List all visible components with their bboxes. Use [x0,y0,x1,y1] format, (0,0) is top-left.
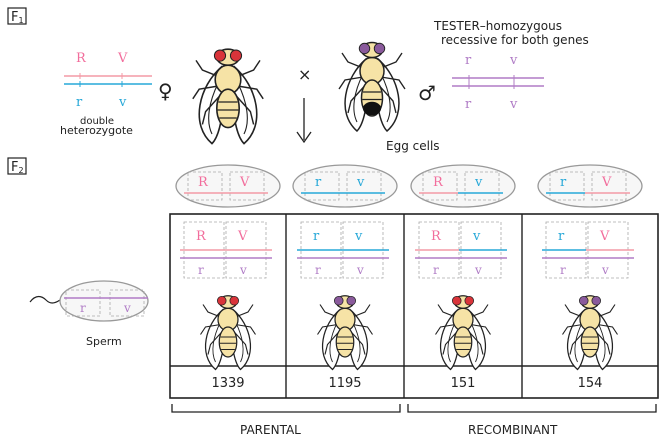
offspring-allele-2: V [599,229,610,244]
f2-label-box [7,157,27,175]
offspring-fly [199,295,257,371]
offspring-tester-allele-r: r [560,263,566,277]
cross-arrow [296,98,312,144]
offspring-count: 1339 [211,376,244,391]
tester-allele-r-bottom: r [465,97,472,112]
parent-allele-V: V [117,51,128,66]
male-symbol: ♂ [418,81,436,105]
cross-symbol: × [298,65,311,84]
offspring-tester-allele-r: r [315,263,321,277]
egg-allele-2: v [474,175,483,190]
offspring-genotype: r Vr v [542,221,634,279]
recombinant-bracket [407,404,657,413]
offspring-fly [316,295,374,371]
offspring-grid [169,213,659,399]
parent-allele-r: r [76,95,83,110]
f2-label: F2 [11,160,24,175]
offspring-count: 151 [451,376,476,391]
egg-allele-1: r [560,175,567,190]
offspring-fly [434,295,492,371]
offspring-tester-allele-v: v [356,263,364,277]
f1-section: F1 R V r v double heterozygote ♀ × [7,7,589,153]
parent-allele-v: v [118,95,127,110]
sperm-allele-r: r [80,301,86,315]
f1-label: F1 [11,10,24,25]
egg-allele-2: V [601,175,612,190]
tester-chromosomes: r v r v [452,53,544,112]
egg-allele-1: R [433,175,444,190]
egg-allele-1: r [315,175,322,190]
sperm-label: Sperm [86,335,122,348]
sperm-cell: r v [29,280,149,322]
offspring-allele-2: V [237,229,248,244]
parental-label: PARENTAL [240,423,301,437]
offspring-fly [561,295,619,371]
offspring-allele-1: r [313,229,320,244]
offspring-tester-allele-v: v [474,263,482,277]
double-het-label-line1: double [80,116,114,127]
double-het-label-line2: heterozygote [60,124,133,137]
tester-label-line1: TESTER–homozygous [433,19,562,33]
offspring-allele-2: v [354,229,363,244]
tester-label-line2: recessive for both genes [441,33,589,47]
egg-allele-1: R [198,175,209,190]
offspring-allele-1: R [196,229,207,244]
offspring-tester-allele-r: r [198,263,204,277]
sperm-allele-v: v [123,301,131,315]
tester-allele-r-top: r [465,53,472,68]
offspring-genotype: R Vr v [180,221,272,279]
recombinant-label: RECOMBINANT [468,423,558,437]
offspring-tester-allele-r: r [433,263,439,277]
parent-allele-R: R [76,51,87,66]
offspring-allele-1: r [558,229,565,244]
tester-allele-v-bottom: v [509,97,518,112]
offspring-count: 154 [578,376,603,391]
offspring-tester-allele-v: v [239,263,247,277]
tester-allele-v-top: v [509,53,518,68]
male-fly [338,41,406,132]
double-heterozygote-chromosomes: R V r v [64,51,152,110]
female-symbol: ♀ [158,79,173,103]
egg-cells-label: Egg cells [386,139,440,153]
egg-allele-2: V [239,175,250,190]
offspring-count: 1195 [328,376,361,391]
offspring-allele-2: v [472,229,481,244]
f1-label-box [7,7,27,25]
offspring-allele-1: R [431,229,442,244]
female-fly [192,48,265,145]
offspring-genotype: r v r v [297,221,389,279]
egg-allele-2: v [356,175,365,190]
parental-bracket [171,404,401,413]
offspring-tester-allele-v: v [601,263,609,277]
